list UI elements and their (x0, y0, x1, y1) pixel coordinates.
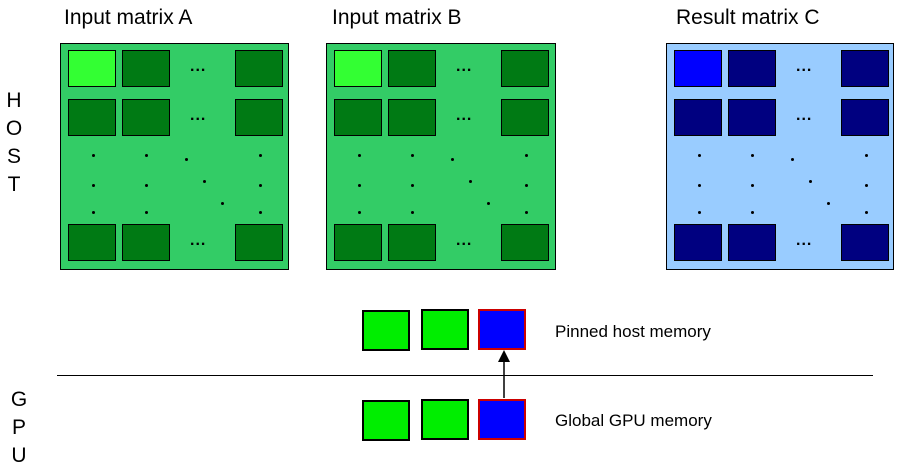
matrix-c-cell-r2-c1 (728, 224, 776, 261)
host-letter-t: T (7, 173, 21, 196)
host-label: H O S T (2, 87, 26, 199)
matrix-a-vertical-dot (259, 211, 262, 214)
matrix-c-cell-r2-c2 (841, 224, 889, 261)
gpu-label: G P U (7, 386, 31, 470)
matrix-a-cell-r0-c0 (68, 50, 116, 87)
matrix-b-vertical-dot (411, 211, 414, 214)
matrix-c-cell-r2-c0 (674, 224, 722, 261)
matrix-a-row-ellipsis: ... (190, 58, 207, 75)
matrix-c-vertical-dot (698, 184, 701, 187)
gpu-letter-p: P (11, 416, 26, 439)
matrix-c: ......... (666, 43, 894, 270)
matrix-c-vertical-dot (751, 184, 754, 187)
matrix-a: ......... (60, 43, 289, 270)
gpu-letter-g: G (10, 388, 28, 411)
matrix-c-diagonal-dot (809, 180, 812, 183)
matrix-c-diagonal-dot (791, 158, 794, 161)
matrix-b-cell-r0-c0 (334, 50, 382, 87)
matrix-c-vertical-dot (698, 211, 701, 214)
matrix-b-cell-r0-c2 (501, 50, 549, 87)
matrix-a-diagonal-dot (221, 202, 224, 205)
matrix-a-cell-r0-c1 (122, 50, 170, 87)
matrix-a-title: Input matrix A (64, 6, 193, 29)
matrix-a-vertical-dot (259, 154, 262, 157)
matrix-b-vertical-dot (411, 154, 414, 157)
matrix-b-vertical-dot (358, 211, 361, 214)
host-letter-o: O (5, 117, 23, 140)
matrix-b-vertical-dot (358, 184, 361, 187)
matrix-b-diagonal-dot (451, 158, 454, 161)
matrix-c-cell-r1-c0 (674, 99, 722, 136)
matrix-c-row-ellipsis: ... (796, 58, 813, 75)
matrix-b-cell-r2-c2 (501, 224, 549, 261)
matrix-b-row-ellipsis: ... (456, 232, 473, 249)
matrix-a-cell-r2-c1 (122, 224, 170, 261)
matrix-a-vertical-dot (145, 184, 148, 187)
matrix-a-row-ellipsis: ... (190, 107, 207, 124)
matrix-a-cell-r0-c2 (235, 50, 283, 87)
matrix-c-cell-r1-c1 (728, 99, 776, 136)
matrix-a-vertical-dot (92, 184, 95, 187)
matrix-a-vertical-dot (145, 211, 148, 214)
host-letter-s: S (6, 145, 21, 168)
matrix-a-row-ellipsis: ... (190, 232, 207, 249)
host-gpu-divider (57, 375, 873, 376)
matrix-c-diagonal-dot (827, 202, 830, 205)
matrix-b-vertical-dot (525, 211, 528, 214)
matrix-b-vertical-dot (525, 184, 528, 187)
pinned-tile-b (421, 309, 469, 350)
matrix-a-cell-r2-c2 (235, 224, 283, 261)
gpu-tile-a (362, 400, 410, 441)
matrix-b-row-ellipsis: ... (456, 58, 473, 75)
matrix-c-vertical-dot (698, 154, 701, 157)
host-letter-h: H (6, 89, 22, 112)
gpu-tile-c (478, 399, 526, 440)
matrix-c-cell-r0-c1 (728, 50, 776, 87)
matrix-b-diagonal-dot (469, 180, 472, 183)
matrix-a-vertical-dot (92, 211, 95, 214)
pinned-tile-c (478, 309, 526, 350)
matrix-a-cell-r2-c0 (68, 224, 116, 261)
matrix-a-vertical-dot (259, 184, 262, 187)
matrix-c-title: Result matrix C (676, 6, 820, 29)
matrix-b-diagonal-dot (487, 202, 490, 205)
matrix-b-cell-r2-c0 (334, 224, 382, 261)
matrix-c-cell-r0-c2 (841, 50, 889, 87)
matrix-b-vertical-dot (358, 154, 361, 157)
matrix-b-cell-r1-c0 (334, 99, 382, 136)
pinned-tile-a (362, 310, 410, 351)
matrix-a-cell-r1-c0 (68, 99, 116, 136)
matrix-b: ......... (326, 43, 556, 270)
matrix-b-cell-r2-c1 (388, 224, 436, 261)
matrix-c-vertical-dot (751, 154, 754, 157)
matrix-b-vertical-dot (525, 154, 528, 157)
matrix-b-cell-r0-c1 (388, 50, 436, 87)
matrix-c-cell-r0-c0 (674, 50, 722, 87)
matrix-a-vertical-dot (92, 154, 95, 157)
matrix-c-vertical-dot (865, 154, 868, 157)
matrix-c-row-ellipsis: ... (796, 232, 813, 249)
matrix-c-vertical-dot (865, 211, 868, 214)
matrix-c-vertical-dot (751, 211, 754, 214)
matrix-a-vertical-dot (145, 154, 148, 157)
matrix-c-vertical-dot (865, 184, 868, 187)
gpu-tile-b (421, 399, 469, 440)
matrix-b-cell-r1-c1 (388, 99, 436, 136)
pinned-host-memory-label: Pinned host memory (555, 322, 711, 341)
matrix-c-cell-r1-c2 (841, 99, 889, 136)
matrix-c-row-ellipsis: ... (796, 107, 813, 124)
gpu-letter-u: U (11, 444, 27, 467)
matrix-a-cell-r1-c1 (122, 99, 170, 136)
matrix-a-cell-r1-c2 (235, 99, 283, 136)
transfer-arrow (498, 350, 510, 398)
matrix-b-cell-r1-c2 (501, 99, 549, 136)
matrix-a-diagonal-dot (185, 158, 188, 161)
matrix-a-diagonal-dot (203, 180, 206, 183)
matrix-b-vertical-dot (411, 184, 414, 187)
global-gpu-memory-label: Global GPU memory (555, 411, 712, 430)
matrix-b-row-ellipsis: ... (456, 107, 473, 124)
matrix-b-title: Input matrix B (332, 6, 462, 29)
